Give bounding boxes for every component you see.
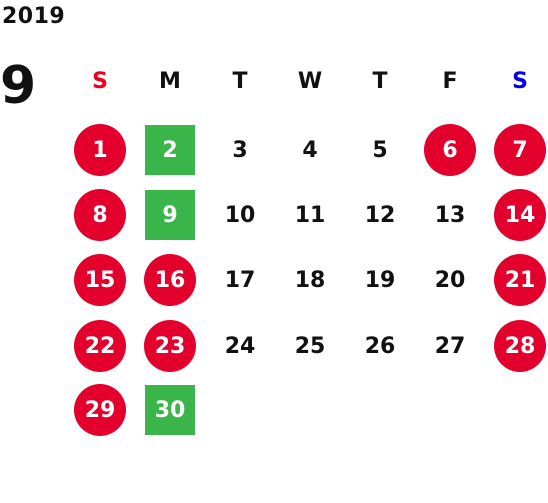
weekday-wed: W bbox=[297, 68, 323, 94]
day-cell[interactable]: 30 bbox=[135, 381, 205, 439]
day-cell bbox=[415, 381, 485, 439]
day-number: 6 bbox=[424, 124, 476, 176]
week-row: 29 30 bbox=[65, 381, 548, 439]
week-row: 22 23 24 25 26 27 28 bbox=[65, 317, 548, 375]
day-number: 21 bbox=[494, 254, 546, 306]
day-cell[interactable]: 21 bbox=[485, 251, 548, 309]
weekday-thu: T bbox=[372, 68, 388, 94]
weekday-sun: S bbox=[92, 68, 108, 94]
day-cell[interactable]: 29 bbox=[65, 381, 135, 439]
day-number: 5 bbox=[372, 137, 388, 163]
day-number: 25 bbox=[294, 333, 326, 359]
day-cell bbox=[275, 381, 345, 439]
week-row: 15 16 17 18 19 20 21 bbox=[65, 251, 548, 309]
day-cell[interactable]: 22 bbox=[65, 317, 135, 375]
day-number: 15 bbox=[74, 254, 126, 306]
day-number: 2 bbox=[145, 125, 195, 175]
day-cell[interactable]: 4 bbox=[275, 121, 345, 179]
day-number: 8 bbox=[74, 189, 126, 241]
day-number: 7 bbox=[494, 124, 546, 176]
day-cell[interactable]: 15 bbox=[65, 251, 135, 309]
day-cell bbox=[205, 381, 275, 439]
day-cell[interactable]: 6 bbox=[415, 121, 485, 179]
day-number: 9 bbox=[145, 190, 195, 240]
day-number: 23 bbox=[144, 320, 196, 372]
day-cell[interactable]: 8 bbox=[65, 186, 135, 244]
day-cell[interactable]: 2 bbox=[135, 121, 205, 179]
day-number: 29 bbox=[74, 384, 126, 436]
day-cell[interactable]: 13 bbox=[415, 186, 485, 244]
day-number: 26 bbox=[364, 333, 396, 359]
day-cell[interactable]: 1 bbox=[65, 121, 135, 179]
day-cell[interactable]: 24 bbox=[205, 317, 275, 375]
day-number: 13 bbox=[434, 202, 466, 228]
day-cell[interactable]: 5 bbox=[345, 121, 415, 179]
day-cell[interactable]: 20 bbox=[415, 251, 485, 309]
day-cell[interactable]: 27 bbox=[415, 317, 485, 375]
day-cell[interactable]: 7 bbox=[485, 121, 548, 179]
day-number: 22 bbox=[74, 320, 126, 372]
weekday-mon: M bbox=[159, 68, 181, 94]
day-number: 30 bbox=[145, 385, 195, 435]
day-number: 3 bbox=[232, 137, 248, 163]
day-number: 27 bbox=[434, 333, 466, 359]
day-number: 18 bbox=[294, 267, 326, 293]
day-number: 1 bbox=[74, 124, 126, 176]
day-cell[interactable]: 10 bbox=[205, 186, 275, 244]
weekday-fri: F bbox=[442, 68, 458, 94]
day-cell[interactable]: 18 bbox=[275, 251, 345, 309]
day-number: 20 bbox=[434, 267, 466, 293]
day-cell[interactable]: 17 bbox=[205, 251, 275, 309]
day-number: 12 bbox=[364, 202, 396, 228]
day-cell[interactable]: 9 bbox=[135, 186, 205, 244]
day-number: 14 bbox=[494, 189, 546, 241]
weekday-sat: S bbox=[512, 68, 528, 94]
day-cell[interactable]: 12 bbox=[345, 186, 415, 244]
day-cell[interactable]: 14 bbox=[485, 186, 548, 244]
day-cell[interactable]: 23 bbox=[135, 317, 205, 375]
day-cell[interactable]: 19 bbox=[345, 251, 415, 309]
day-number: 10 bbox=[224, 202, 256, 228]
day-cell[interactable]: 25 bbox=[275, 317, 345, 375]
day-number: 19 bbox=[364, 267, 396, 293]
day-cell bbox=[345, 381, 415, 439]
day-cell[interactable]: 11 bbox=[275, 186, 345, 244]
day-cell[interactable]: 16 bbox=[135, 251, 205, 309]
day-number: 16 bbox=[144, 254, 196, 306]
day-cell[interactable]: 28 bbox=[485, 317, 548, 375]
day-cell[interactable]: 26 bbox=[345, 317, 415, 375]
day-number: 11 bbox=[294, 202, 326, 228]
day-number: 24 bbox=[224, 333, 256, 359]
year-label: 2019 bbox=[2, 4, 66, 29]
day-number: 17 bbox=[224, 267, 256, 293]
month-number: 9 bbox=[0, 56, 37, 116]
weekday-tue: T bbox=[232, 68, 248, 94]
weekday-header: S M T W T F S bbox=[65, 64, 548, 98]
day-cell bbox=[485, 381, 548, 439]
day-cell[interactable]: 3 bbox=[205, 121, 275, 179]
day-number: 4 bbox=[302, 137, 318, 163]
day-number: 28 bbox=[494, 320, 546, 372]
